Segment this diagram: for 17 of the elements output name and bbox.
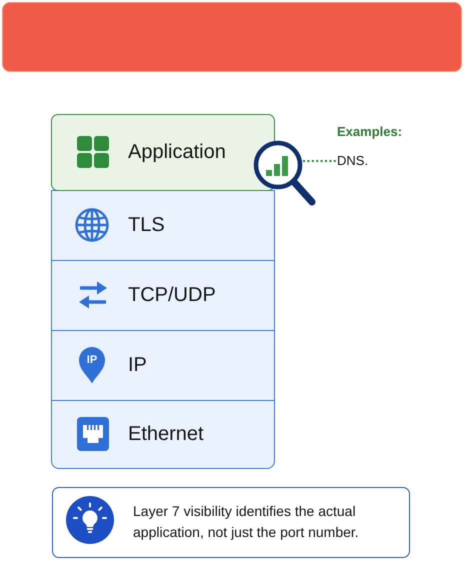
layer-box <box>51 260 275 331</box>
layer-box <box>51 400 275 469</box>
dotted-line <box>303 160 337 162</box>
layer-label: Application <box>128 140 226 164</box>
example-item: DNS. <box>337 152 368 170</box>
info-text: Layer 7 visibility identifies the actual application, not just the port number. <box>133 502 360 542</box>
info-box <box>52 487 410 558</box>
layer-box <box>51 114 275 191</box>
layer-label: Ethernet <box>128 422 204 446</box>
examples-heading: Examples: <box>337 123 402 141</box>
layer-label: TLS <box>128 213 165 237</box>
layer-box <box>51 330 275 401</box>
layer-label: TCP/UDP <box>128 283 216 307</box>
layer-label: IP <box>128 353 147 377</box>
layer-box <box>51 190 275 261</box>
pin-label: IP <box>86 353 98 367</box>
header-banner <box>2 2 462 72</box>
